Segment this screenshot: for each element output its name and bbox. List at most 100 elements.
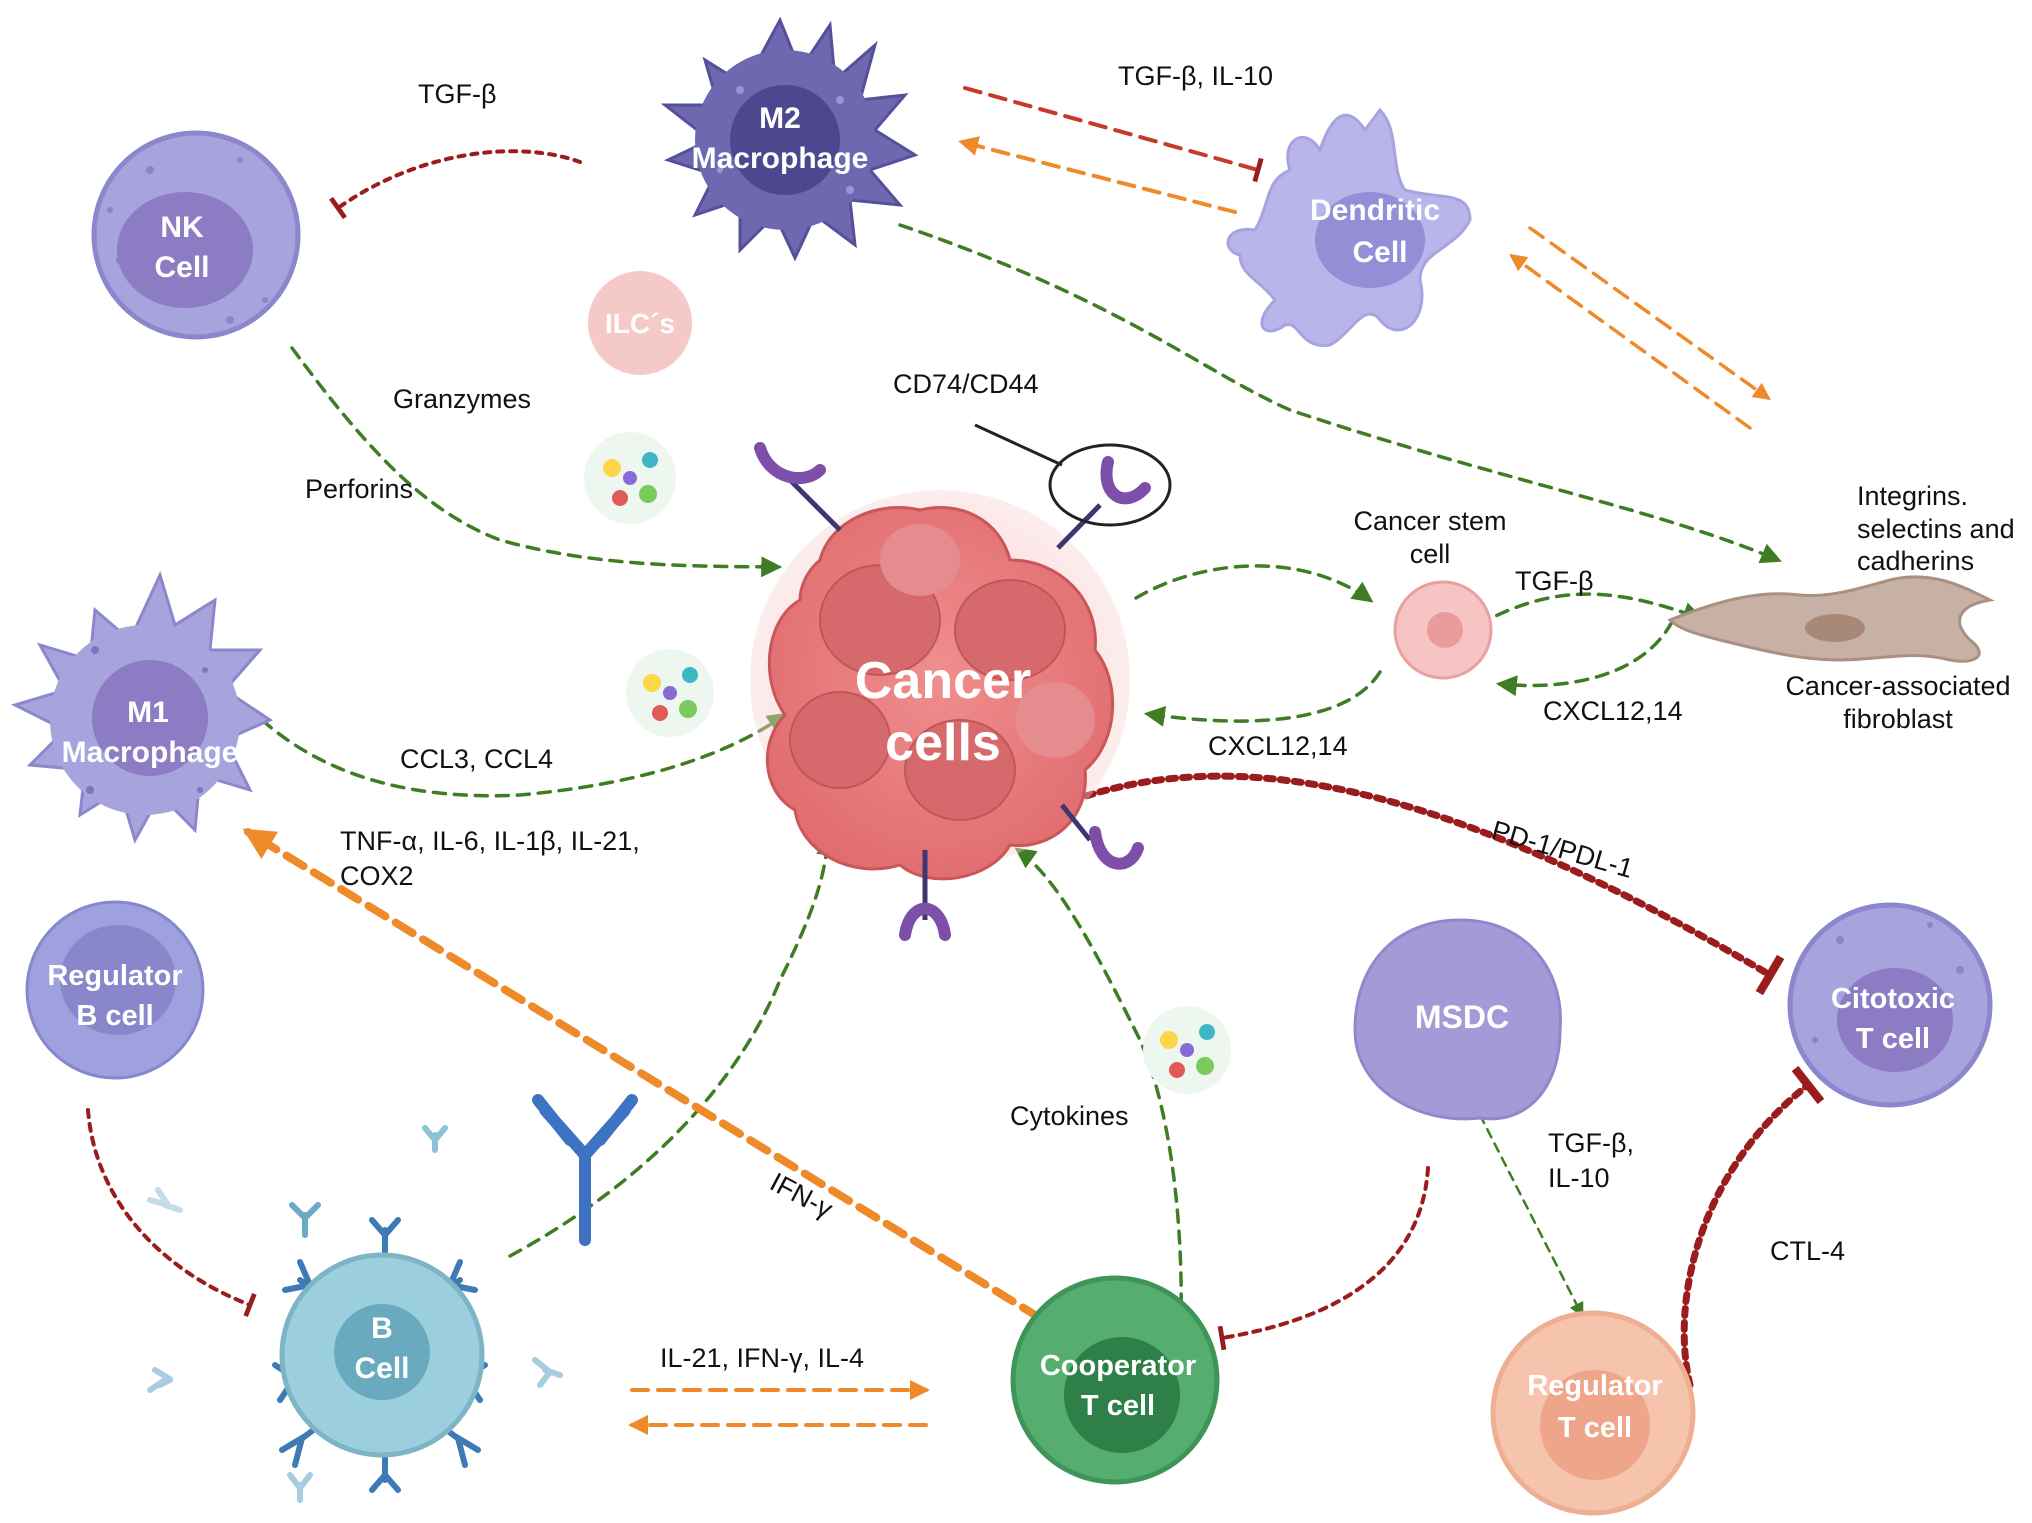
regulator-b-cell: Regulator B cell bbox=[25, 900, 205, 1080]
msdc-to-regulator-t-activation bbox=[1478, 1113, 1584, 1318]
signal-labels: TGF-β TGF-β, IL-10 Granzymes Perforins C… bbox=[305, 61, 2015, 1373]
m1-label-1: M1 bbox=[127, 696, 169, 729]
cxcl-fibroblast-label: CXCL12,14 bbox=[1543, 696, 1683, 726]
pd1-pdl1-label: PD-1/PDL-1 bbox=[1488, 815, 1636, 884]
stem-to-cancer-activation bbox=[1143, 670, 1382, 727]
msdc-label: MSDC bbox=[1415, 999, 1509, 1035]
cytotoxic-label-2: T cell bbox=[1856, 1023, 1930, 1055]
dendritic-label-1: Dendritic bbox=[1310, 194, 1440, 227]
regulator-t-to-cytotoxic-ctl4-inhibition bbox=[1680, 1065, 1825, 1389]
ctl4-label: CTL-4 bbox=[1770, 1236, 1845, 1266]
protein-molecule-icon-3 bbox=[1143, 1006, 1231, 1094]
tgfb-stem-label: TGF-β bbox=[1515, 566, 1594, 596]
fibroblast-to-stem-activation bbox=[1495, 620, 1674, 697]
cancer-receptors bbox=[754, 442, 1151, 941]
m1-to-cancer-activation bbox=[260, 712, 789, 798]
perforins-label: Perforins bbox=[305, 474, 413, 504]
b-cell: B Cell bbox=[272, 1217, 488, 1493]
cancer-to-stem-activation bbox=[1134, 564, 1374, 603]
cytotoxic-t-cell: Citotoxic T cell bbox=[1787, 902, 1993, 1108]
tgfb-il10-dendritic-label: TGF-β, IL-10 bbox=[1118, 61, 1273, 91]
nk-cell: NK Cell bbox=[91, 130, 301, 340]
antibody-large-icon bbox=[532, 1094, 638, 1246]
regulator-b-label-2: B cell bbox=[76, 1000, 153, 1032]
dendritic-label-2: Cell bbox=[1352, 236, 1407, 269]
cd74-callout bbox=[974, 423, 1172, 527]
cd74-cd44-label: CD74/CD44 bbox=[893, 369, 1039, 399]
integrins-label-3: cadherins bbox=[1857, 546, 1974, 576]
connectors bbox=[86, 86, 1825, 1435]
integrins-label-1: Integrins. bbox=[1857, 481, 1968, 511]
m1-label-2: Macrophage bbox=[62, 736, 239, 769]
cytotoxic-label-1: Citotoxic bbox=[1831, 983, 1955, 1015]
ccl3-ccl4-label: CCL3, CCL4 bbox=[400, 744, 553, 774]
protein-molecule-icon-2 bbox=[626, 649, 714, 737]
stem-label-1: Cancer stem bbox=[1353, 506, 1506, 536]
b-cell-to-cancer-activation bbox=[508, 833, 838, 1258]
m2-to-nk-inhibition bbox=[329, 149, 582, 220]
msdc-to-cooperator-inhibition bbox=[1217, 1166, 1430, 1351]
cancer-to-cytotoxic-pd1-inhibition bbox=[1056, 772, 1785, 996]
ilc-label: ILC´s bbox=[605, 308, 675, 339]
m2-label-1: M2 bbox=[759, 102, 801, 135]
m2-label-2: Macrophage bbox=[692, 142, 869, 175]
nk-cell-label-1: NK bbox=[160, 211, 204, 244]
regulator-b-to-b-cell-inhibition bbox=[86, 1108, 257, 1318]
tgfb-il10-msdc-label-2: IL-10 bbox=[1548, 1163, 1610, 1193]
b-cell-label-1: B bbox=[371, 1312, 393, 1345]
regulator-b-label-1: Regulator bbox=[47, 960, 182, 992]
stem-to-fibroblast-activation bbox=[1476, 592, 1704, 627]
cytokines-label: Cytokines bbox=[1010, 1101, 1129, 1131]
cooperator-label-1: Cooperator bbox=[1040, 1350, 1196, 1382]
tgfb-il10-msdc-label-1: TGF-β, bbox=[1548, 1128, 1634, 1158]
tgfb-nk-label: TGF-β bbox=[418, 79, 497, 109]
cxcl-stem-label: CXCL12,14 bbox=[1208, 731, 1348, 761]
tnf-label-1: TNF-α, IL-6, IL-1β, IL-21, bbox=[340, 826, 640, 856]
ilc-cell: ILC´s bbox=[588, 271, 692, 375]
antibody-icons bbox=[147, 1094, 638, 1503]
regulator-t-label-2: T cell bbox=[1558, 1412, 1632, 1444]
integrins-label-2: selectins and bbox=[1857, 514, 2015, 544]
cancer-label-2: cells bbox=[885, 714, 1001, 772]
stem-label-2: cell bbox=[1410, 539, 1451, 569]
fibroblast-label-2: fibroblast bbox=[1843, 704, 1953, 734]
m2-to-fibroblast-activation bbox=[898, 223, 1782, 564]
fibroblast-label-1: Cancer-associated bbox=[1785, 671, 2010, 701]
dendritic-to-fibroblast-orange bbox=[1528, 226, 1771, 401]
regulator-t-label-1: Regulator bbox=[1527, 1370, 1662, 1402]
nk-cell-label-2: Cell bbox=[154, 251, 209, 284]
cooperator-t-cell: Cooperator T cell bbox=[1010, 1275, 1220, 1485]
msdc-cell: MSDC bbox=[1353, 918, 1562, 1121]
tnf-label-2: COX2 bbox=[340, 861, 414, 891]
nk-to-cancer-activation bbox=[290, 346, 783, 578]
fibroblast-to-dendritic-orange bbox=[1509, 253, 1752, 430]
protein-molecule-icon-1 bbox=[584, 432, 676, 524]
cooperator-label-2: T cell bbox=[1081, 1390, 1155, 1422]
granzymes-label: Granzymes bbox=[393, 384, 531, 414]
b-cell-label-2: Cell bbox=[354, 1352, 409, 1385]
cooperator-to-m1-orange bbox=[242, 828, 1044, 1322]
cooperator-to-cancer-activation bbox=[1014, 847, 1183, 1350]
il21-ifn-il4-label: IL-21, IFN-γ, IL-4 bbox=[660, 1343, 864, 1373]
dendritic-to-m2-orange bbox=[958, 136, 1237, 214]
regulator-t-cell: Regulator T cell bbox=[1490, 1310, 1696, 1516]
cancer-label-1: Cancer bbox=[855, 652, 1031, 710]
